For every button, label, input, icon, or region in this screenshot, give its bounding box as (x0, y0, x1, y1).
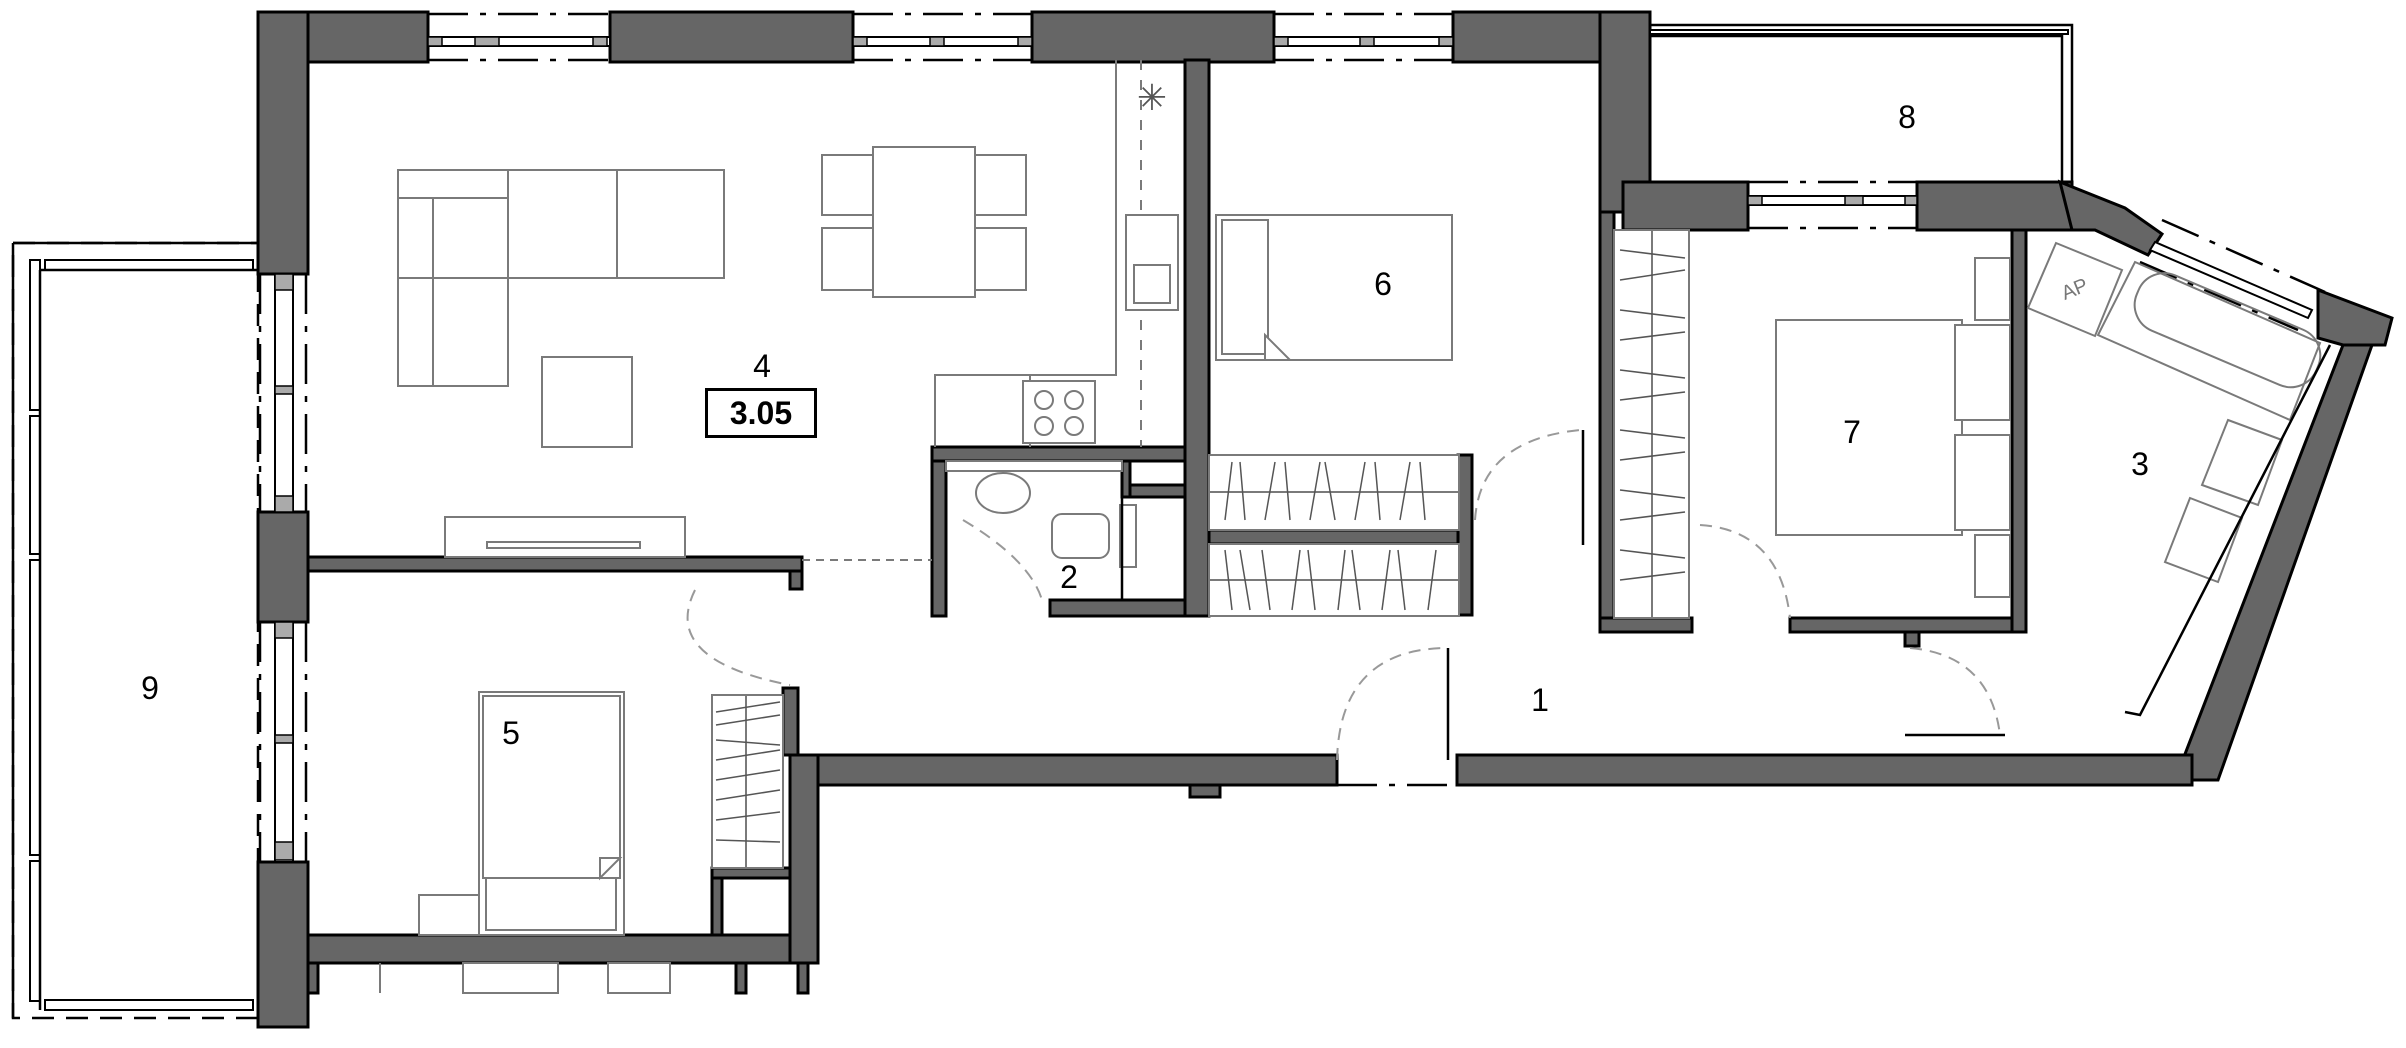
wardrobe-room7 (1613, 229, 1690, 619)
wc-fixtures (945, 460, 1137, 601)
toilet (1051, 513, 1110, 559)
bed-room5 (418, 691, 625, 936)
window-top-3 (1273, 12, 1454, 62)
sofa (397, 169, 725, 387)
wardrobe-room5 (711, 694, 784, 869)
hood-icon: ✳ (1137, 77, 1167, 118)
room-label-3: 3 (2131, 446, 2149, 482)
room-label-1: 1 (1531, 682, 1549, 718)
room-label-7: 7 (1843, 414, 1861, 450)
balcony-north (1649, 23, 2074, 182)
window-balcony8 (1747, 180, 1918, 230)
window-bathroom (2139, 218, 2326, 332)
room-label-4: 4 (753, 348, 771, 384)
coffee-table (541, 356, 633, 448)
window-west-2 (258, 621, 308, 863)
room-label-9: 9 (141, 670, 159, 706)
room-label-8: 8 (1898, 99, 1916, 135)
cooktop (1022, 380, 1096, 444)
window-top-2 (852, 12, 1033, 62)
bed-room6 (1215, 214, 1453, 361)
sink (1125, 214, 1179, 311)
balcony-west (11, 241, 260, 1020)
kitchen: ✳ (934, 60, 1179, 447)
windows (258, 12, 2326, 863)
lower-unit-fragment (306, 961, 810, 995)
wardrobe-hall (1208, 454, 1460, 617)
boiler (2026, 241, 2124, 338)
bathtub (2096, 260, 2322, 422)
sink-2 (2163, 496, 2244, 584)
window-top-1 (427, 12, 611, 62)
room-label-6: 6 (1374, 266, 1392, 302)
room-label-2: 2 (1060, 559, 1078, 595)
walls (256, 10, 2394, 1029)
living-furniture: ✳ (397, 60, 1179, 558)
sink-1 (2200, 418, 2284, 507)
dining-table (821, 146, 1027, 298)
wc-basin (975, 472, 1031, 514)
area-badge-room4: 3.05 (705, 388, 817, 438)
bed-room7 (1775, 257, 2011, 598)
room-label-5: 5 (502, 715, 520, 751)
tv-unit (444, 516, 686, 558)
bathroom-fixtures (2026, 241, 2322, 584)
window-west-1 (258, 273, 308, 513)
